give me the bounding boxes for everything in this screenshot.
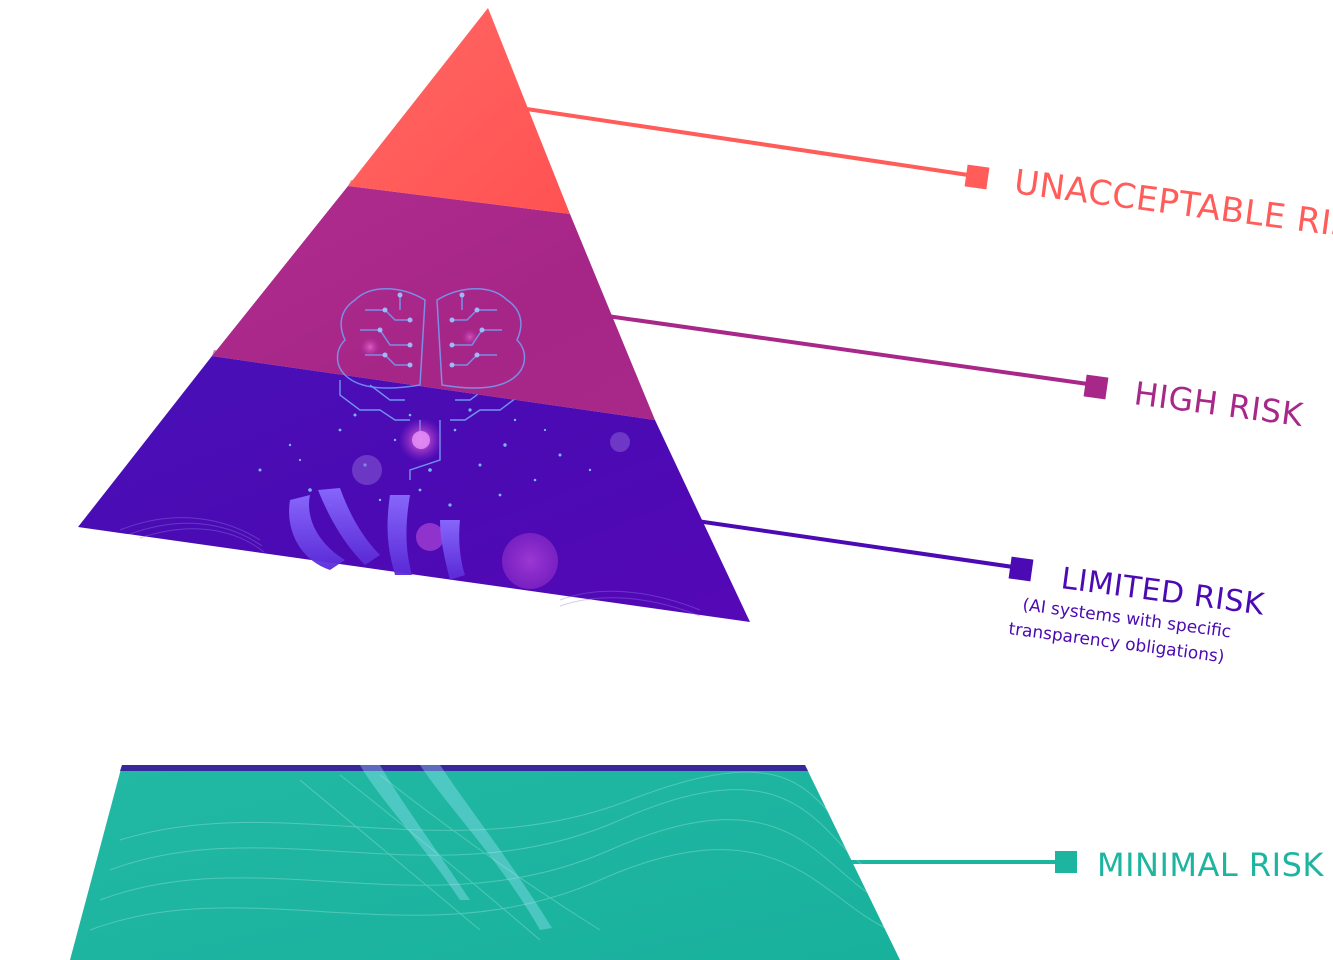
tier-labels: UNACCEPTABLE RISK HIGH RISK LIMITED RISK… — [1007, 162, 1333, 884]
label-high: HIGH RISK — [1132, 374, 1306, 434]
connector-lines — [519, 106, 1109, 873]
connector-unacceptable — [519, 106, 976, 178]
connector-marker-minimal — [1055, 851, 1077, 873]
tier-minimal — [70, 765, 900, 960]
label-minimal: MINIMAL RISK — [1097, 846, 1324, 884]
connector-marker-limited — [1008, 556, 1034, 582]
tier-limited — [78, 350, 750, 622]
connector-high — [599, 313, 1096, 387]
tier-unacceptable — [348, 8, 570, 214]
connector-marker-high — [1083, 374, 1109, 400]
pyramid — [70, 8, 900, 960]
label-unacceptable: UNACCEPTABLE RISK — [1012, 162, 1333, 249]
connector-limited — [689, 518, 1021, 570]
connector-marker-unacceptable — [964, 164, 990, 190]
